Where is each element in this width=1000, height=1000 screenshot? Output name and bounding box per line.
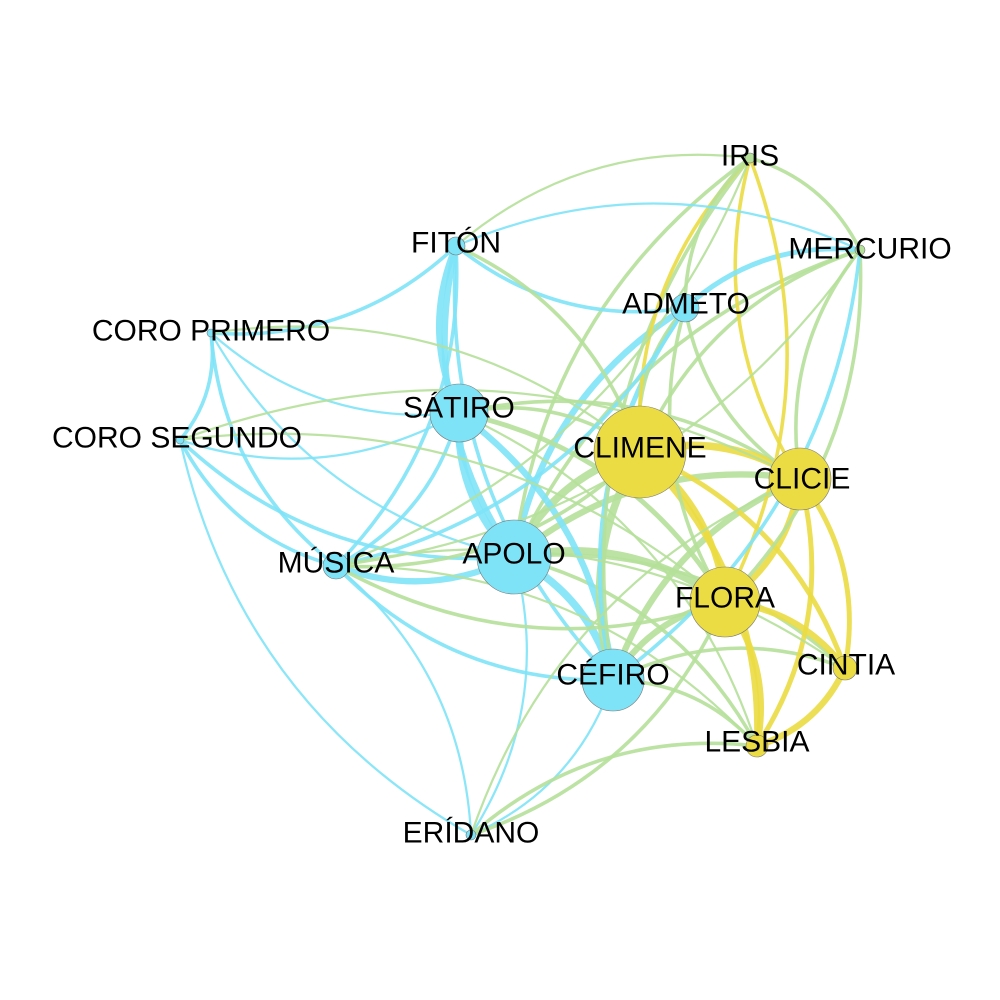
- edge-apolo-eridano: [469, 555, 528, 837]
- edge-clicie-lesbia: [754, 476, 815, 749]
- edge-apolo-coro_segundo: [178, 438, 516, 561]
- edge-apolo-iris: [512, 156, 752, 559]
- node-iris: [744, 152, 756, 164]
- edge-apolo-coro_primero: [209, 331, 516, 559]
- edge-cefiro-eridano: [469, 678, 615, 837]
- node-label-cintia: CINTIA: [797, 649, 895, 682]
- edge-eridano-lesbia: [469, 741, 759, 837]
- node-label-musica: MÚSICA: [278, 547, 395, 580]
- node-label-eridano: ERÍDANO: [403, 817, 540, 850]
- nodes-layer: [175, 152, 866, 841]
- node-label-iris: IRIS: [721, 140, 779, 173]
- node-label-coro_segundo: CORO SEGUNDO: [52, 422, 302, 455]
- node-flora: [689, 566, 761, 638]
- edge-coro_primero-climene: [209, 325, 642, 454]
- edge-satiro-coro_segundo: [178, 411, 461, 460]
- node-lesbia: [745, 734, 769, 758]
- node-cintia: [832, 655, 858, 681]
- edge-musica-coro_primero: [209, 331, 338, 568]
- edge-satiro-lesbia: [457, 411, 759, 748]
- edge-musica-coro_segundo: [178, 438, 338, 568]
- edge-flora-eridano: [469, 600, 727, 837]
- node-apolo: [476, 519, 552, 595]
- edge-coro_segundo-clicie: [178, 388, 802, 481]
- node-label-mercurio: MERCURIO: [788, 233, 951, 266]
- node-label-admeto: ADMETO: [622, 288, 750, 321]
- node-clicie: [768, 447, 832, 511]
- node-admeto: [670, 293, 700, 323]
- edge-admeto-fiton: [454, 244, 687, 314]
- edge-coro_primero-coro_segundo: [178, 331, 215, 442]
- node-climene: [593, 405, 687, 499]
- node-mercurio: [854, 244, 866, 256]
- edge-eridano-clicie: [469, 477, 802, 837]
- edge-clicie-iris: [733, 156, 802, 481]
- edge-iris-musica: [334, 156, 752, 568]
- edge-fiton-iris: [454, 153, 752, 248]
- node-fiton: [446, 236, 466, 256]
- node-label-apolo: APOLO: [462, 538, 565, 571]
- edge-admeto-musica: [334, 306, 687, 568]
- edge-fiton-mercurio: [454, 202, 862, 252]
- node-label-lesbia: LESBIA: [704, 726, 809, 759]
- node-label-satiro: SÁTIRO: [403, 392, 515, 425]
- edge-apolo-lesbia: [512, 555, 759, 748]
- node-coro_segundo: [175, 435, 185, 445]
- node-label-cefiro: CÉFIRO: [556, 659, 669, 692]
- edge-fiton-coro_primero: [209, 244, 458, 336]
- node-satiro: [429, 383, 489, 443]
- edge-eridano-coro_segundo: [178, 438, 473, 837]
- node-coro_primero: [206, 328, 216, 338]
- edge-iris-mercurio: [748, 156, 862, 252]
- edge-coro_segundo-flora: [178, 432, 727, 604]
- edge-flora-musica: [334, 564, 727, 631]
- edge-cintia-lesbia: [753, 664, 849, 750]
- node-cefiro: [581, 648, 645, 712]
- edge-admeto-mercurio: [682, 246, 863, 311]
- node-label-coro_primero: CORO PRIMERO: [92, 315, 330, 348]
- node-label-clicie: CLICIE: [754, 463, 851, 496]
- edge-mercurio-flora: [723, 248, 863, 604]
- node-eridano: [465, 829, 477, 841]
- node-label-climene: CLIMENE: [573, 432, 706, 465]
- node-label-fiton: FITÓN: [411, 227, 501, 260]
- node-musica: [322, 552, 350, 580]
- edge-musica-eridano: [334, 564, 473, 837]
- node-label-flora: FLORA: [675, 582, 775, 615]
- edge-musica-lesbia: [334, 564, 759, 748]
- labels-layer: APOLO CLIMENE CLICIE FLORA CÉFIRO SÁTIRO ADMET…: [52, 140, 952, 850]
